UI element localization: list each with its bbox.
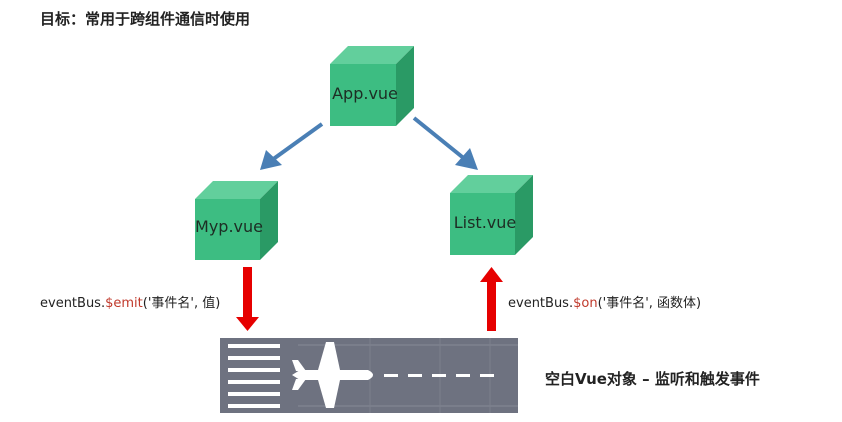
on-prefix: eventBus. <box>508 296 574 311</box>
on-args: ('事件名', 函数体) <box>597 296 702 311</box>
emit-args: ('事件名', 值) <box>142 296 221 311</box>
emit-code: eventBus.$emit('事件名', 值) <box>40 292 220 311</box>
emit-prefix: eventBus. <box>40 296 106 311</box>
arrow-app-to-list <box>412 116 478 170</box>
list-cube <box>450 175 533 255</box>
app-cube <box>330 46 414 126</box>
runway-image <box>220 338 518 413</box>
on-code: eventBus.$on('事件名', 函数体) <box>508 292 701 311</box>
airplane-icon <box>292 342 373 408</box>
myp-cube <box>195 181 278 260</box>
arrow-app-to-myp <box>260 122 324 170</box>
app-vue-label: App.vue <box>332 84 398 103</box>
myp-vue-label: Myp.vue <box>195 217 263 236</box>
on-method: $on <box>573 296 598 311</box>
on-arrow-up <box>480 267 503 331</box>
list-vue-label: List.vue <box>453 213 517 232</box>
page-title: 目标：常用于跨组件通信时使用 <box>40 10 251 28</box>
emit-arrow-down <box>236 267 259 331</box>
emit-method: $emit <box>105 296 143 311</box>
runway-caption: 空白Vue对象 – 监听和触发事件 <box>545 370 760 388</box>
